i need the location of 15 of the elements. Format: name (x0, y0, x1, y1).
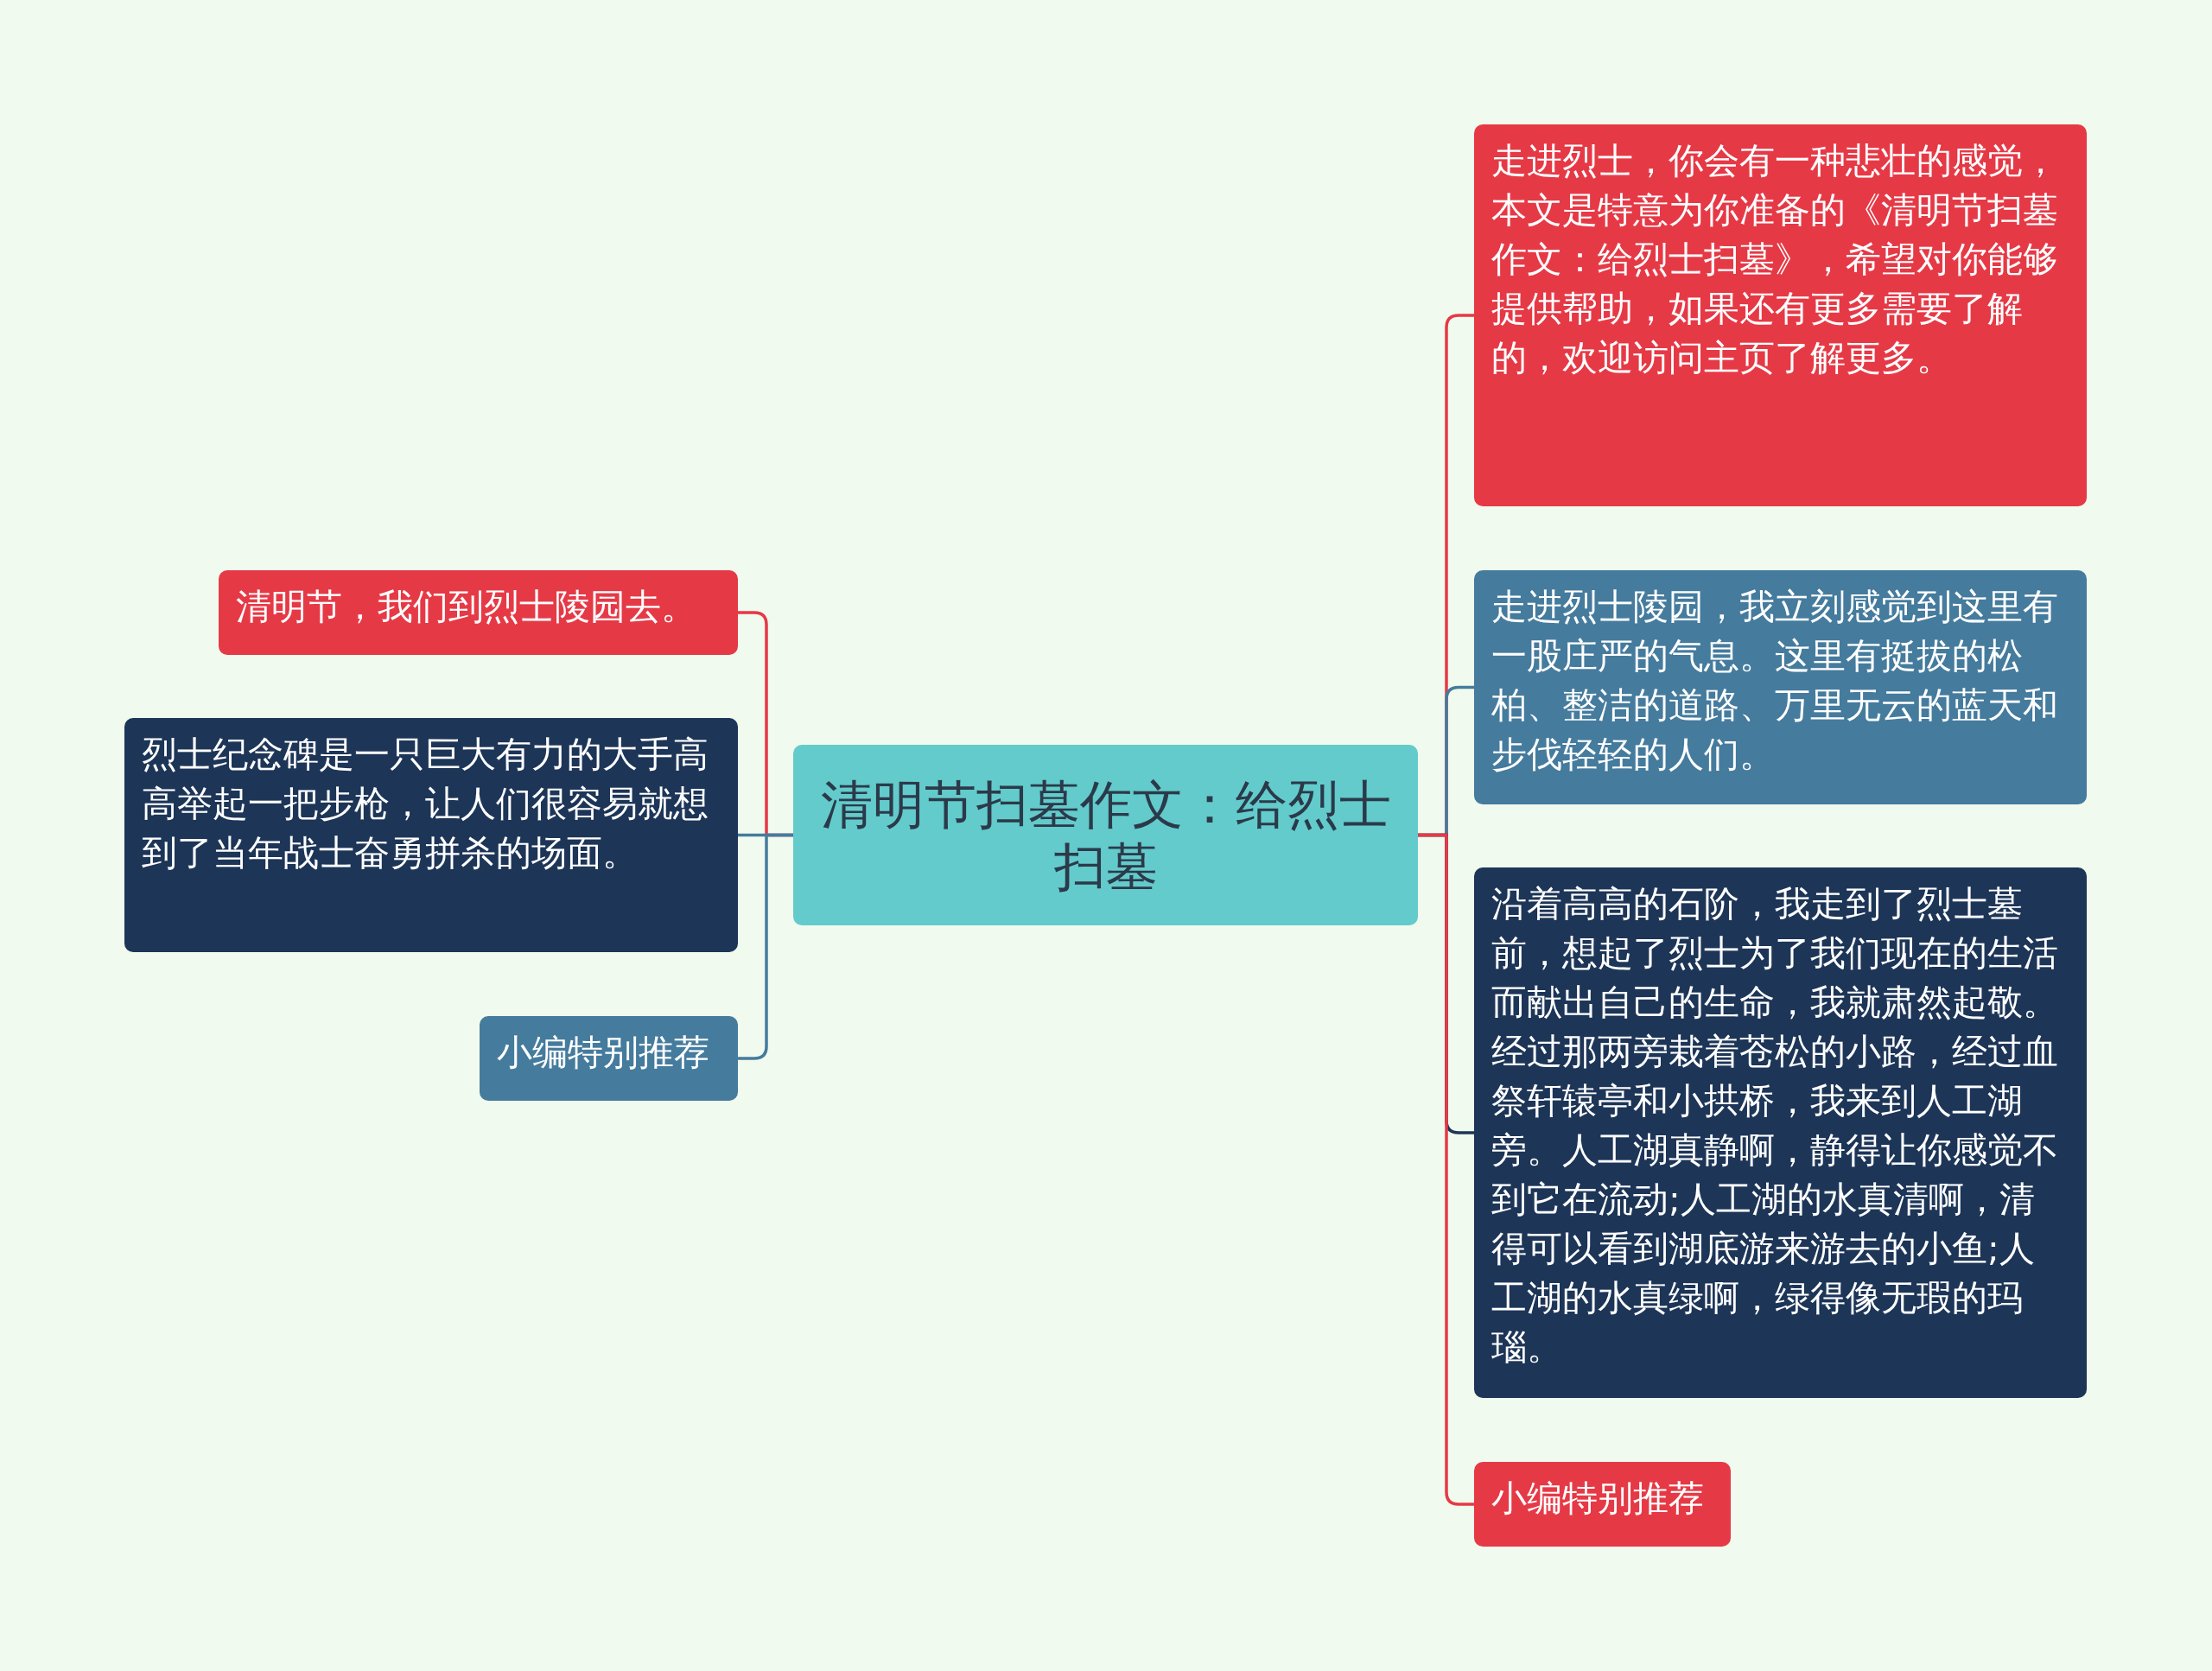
branch-box (1474, 1462, 1731, 1547)
branch-text: 清明节，我们到烈士陵园去。 (236, 585, 697, 629)
branch-text: 烈士纪念碑是一只巨大有力的大手高高举起一把步枪，让人们很容易就想到了当年战士奋勇拼杀的场面。 (142, 733, 709, 875)
branch-box (1474, 124, 2087, 506)
branch-text: 小编特别推荐 (1491, 1477, 1705, 1521)
branch-box (480, 1016, 738, 1101)
topic-text: 清明节扫墓作文：给烈士扫墓 (819, 772, 1392, 898)
topic-box (793, 745, 1418, 925)
branch-box (219, 570, 738, 655)
branch-text: 走进烈士，你会有一种悲壮的感觉，本文是特意为你准备的《清明节扫墓作文：给烈士扫墓》，希望对你能够提供帮助，如果还有更多需要了解的，欢迎访问主页了解更多。 (1491, 139, 2059, 380)
branch-text: 走进烈士陵园，我立刻感觉到这里有一股庄严的气息。这里有挺拔的松柏、整洁的道路、万里无云的蓝天和步伐轻轻的人们。 (1491, 585, 2059, 777)
branch-box (124, 718, 738, 952)
branch-text: 小编特别推荐 (497, 1031, 710, 1075)
branch-text: 沿着高高的石阶，我走到了烈士墓前，想起了烈士为了我们现在的生活而献出自己的生命，我就肃然起敬。经过那两旁栽着苍松的小路，经过血祭轩辕亭和小拱桥，我来到人工湖旁。人工湖真静啊，静得让你感觉不到它在流动;人工湖的水真清啊，清得可以看到湖底游来游去的小鱼;人工湖的水真绿啊，绿得像无瑕的玛瑙。 (1491, 882, 2059, 1369)
branch-box (1474, 570, 2087, 804)
